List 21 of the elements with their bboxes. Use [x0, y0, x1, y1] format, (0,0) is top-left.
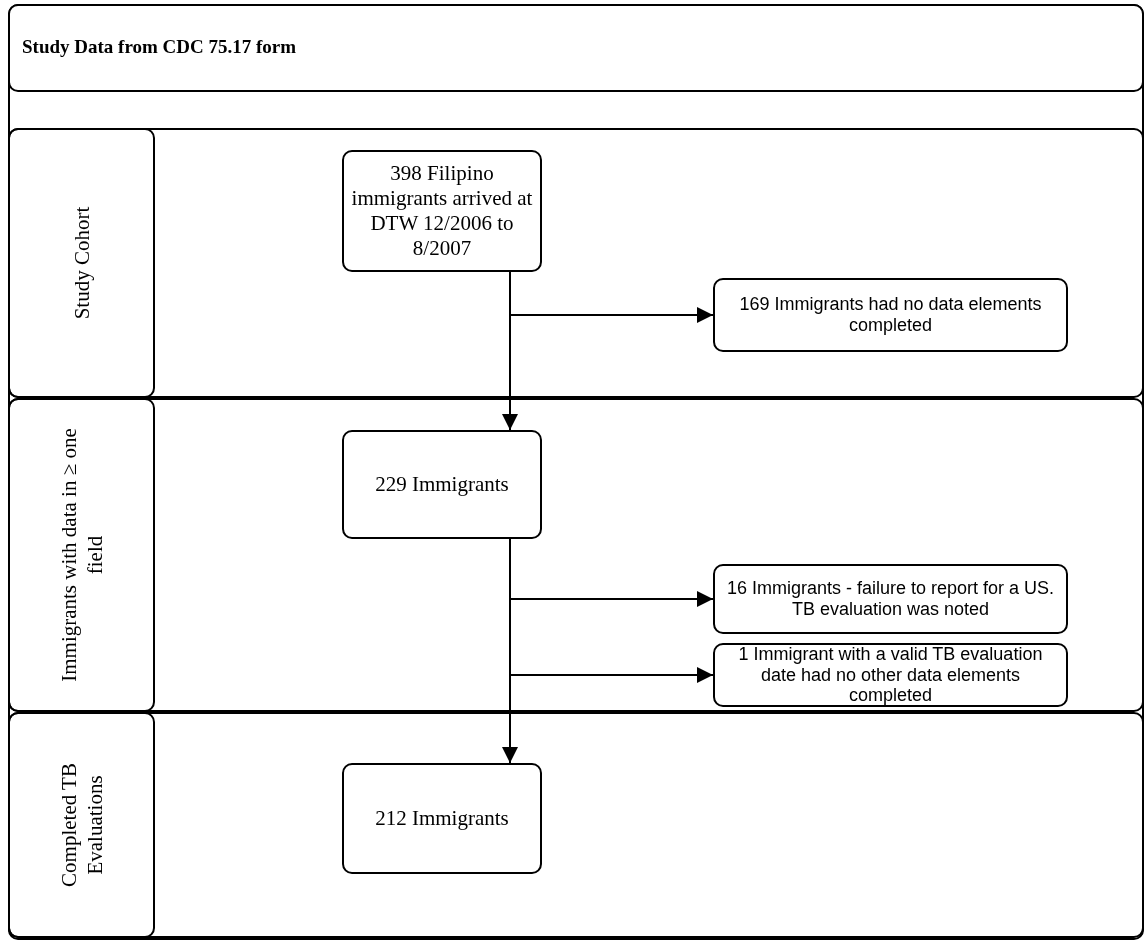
process-box: [713, 564, 1068, 634]
title-bar: Study Data from CDC 75.17 form: [8, 4, 1144, 92]
lane-title: Completed TB Evaluations: [55, 762, 108, 889]
box-text: 398 Filipino immigrants arrived at DTW 12/2006 to 8/2007: [350, 160, 534, 262]
lane-title: Immigrants with data in ≥ one field: [55, 427, 108, 684]
arrow: [509, 271, 714, 323]
box-text: 1 Immigrant with a valid TB evaluation date had no other data elements completed: [737, 643, 1044, 707]
swimlane: [8, 712, 1144, 938]
box-text: 229 Immigrants: [374, 471, 510, 498]
swimlane: [8, 128, 1144, 398]
arrow: [509, 538, 714, 683]
process-box: [342, 430, 542, 539]
process-box: [342, 150, 542, 272]
box-text: 169 Immigrants had no data elements completed: [738, 294, 1043, 336]
process-box: [713, 278, 1068, 352]
box-text: 212 Immigrants: [374, 805, 510, 832]
lane-title: Study Cohort: [68, 205, 95, 322]
swimlane: [8, 398, 1144, 712]
outer-frame: [8, 4, 1144, 940]
process-box: [342, 763, 542, 874]
box-text: 16 Immigrants - failure to report for a US. TB evaluation was noted: [725, 578, 1056, 620]
